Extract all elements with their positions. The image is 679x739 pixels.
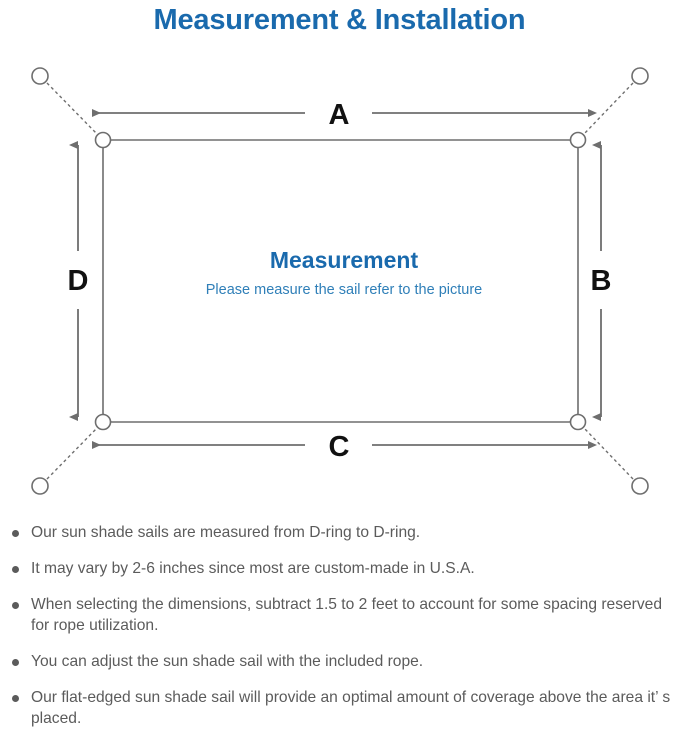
anchor-point-top-left (31, 67, 49, 85)
note-text: Our sun shade sails are measured from D-… (31, 524, 421, 541)
dimension-label-a: A (329, 99, 350, 131)
dimension-label-c: C (329, 431, 350, 463)
d-ring-top-right (569, 131, 587, 149)
anchor-point-top-right (631, 67, 649, 85)
rope-top-left (46, 82, 98, 135)
note-text: It may vary by 2-6 inches since most are… (31, 560, 475, 577)
bullet-icon (12, 602, 19, 609)
dimension-label-d: D (68, 265, 89, 297)
note-text: Our flat-edged sun shade sail will provi… (31, 689, 671, 727)
list-item: When selecting the dimensions, subtract … (0, 594, 679, 636)
diagram-center-title: Measurement (270, 247, 419, 273)
d-ring-top-left (94, 131, 112, 149)
page-title: Measurement & Installation (153, 4, 526, 36)
list-item: You can adjust the sun shade sail with t… (0, 651, 679, 672)
notes-list: Our sun shade sails are measured from D-… (0, 522, 679, 729)
sail-diagram-svg: A C D B Measurement Please measure the s… (31, 67, 649, 495)
anchor-point-bottom-right (631, 477, 649, 495)
d-ring-bottom-right (569, 413, 587, 431)
measurement-diagram: A C D B Measurement Please measure the s… (0, 46, 679, 516)
sail-body (102, 139, 579, 423)
dimension-label-b: B (591, 265, 612, 297)
bullet-icon (12, 659, 19, 666)
d-ring-bottom-left (94, 413, 112, 431)
bullet-icon (12, 695, 19, 702)
rope-bottom-right (583, 427, 634, 480)
diagram-center-subtitle: Please measure the sail refer to the pic… (206, 282, 482, 298)
anchor-point-bottom-left (31, 477, 49, 495)
rope-bottom-left (46, 427, 98, 480)
note-text: You can adjust the sun shade sail with t… (31, 653, 424, 670)
list-item: Our sun shade sails are measured from D-… (0, 522, 679, 543)
bullet-icon (12, 530, 19, 537)
list-item: Our flat-edged sun shade sail will provi… (0, 687, 679, 729)
bullet-icon (12, 566, 19, 573)
rope-top-right (583, 82, 634, 135)
list-item: It may vary by 2-6 inches since most are… (0, 558, 679, 579)
note-text: When selecting the dimensions, subtract … (31, 596, 663, 634)
